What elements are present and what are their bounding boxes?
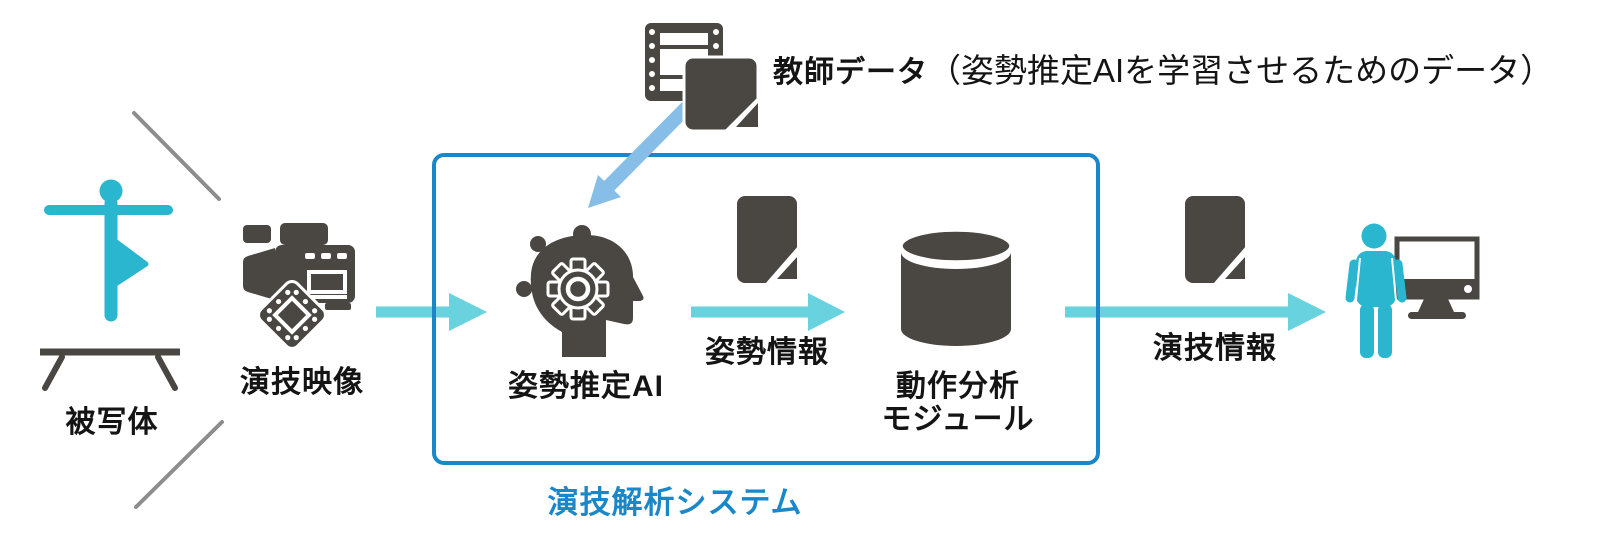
camera-label: 演技映像 <box>240 366 364 399</box>
person-with-monitor-icon <box>1345 223 1480 358</box>
arrow-ai-to-module <box>691 293 845 331</box>
analysis-module-label: 動作分析 モジュール <box>881 370 1035 436</box>
training-data-title: 教師データ <box>773 56 928 89</box>
arrow-module-to-viewer <box>1065 293 1326 331</box>
pose-info-label: 姿勢情報 <box>705 336 829 369</box>
arrow-training-to-ai <box>588 101 693 208</box>
system-label: 演技解析システム <box>547 485 803 520</box>
training-data-label: 教師データ（姿勢推定AIを学習させるためのデータ） <box>773 44 1553 92</box>
camera-fov-line-bottom <box>134 420 224 509</box>
film-strip-with-document-icon <box>645 23 762 133</box>
film-frame-icon <box>257 280 327 350</box>
performance-info-label: 演技情報 <box>1153 332 1277 365</box>
head-with-gear-network-icon <box>516 225 644 357</box>
pose-ai-label: 姿勢推定AI <box>508 370 664 403</box>
system-boundary-box <box>432 153 1100 465</box>
person-icon <box>1345 223 1407 358</box>
subject-label: 被写体 <box>65 406 159 439</box>
document-icon <box>682 55 762 133</box>
gymnast-on-balance-beam-icon <box>40 179 180 391</box>
training-data-note: （姿勢推定AIを学習させるためのデータ） <box>928 52 1554 89</box>
document-icon <box>1185 196 1247 284</box>
video-camera-with-film-frame-icon <box>243 223 355 350</box>
arrow-camera-to-ai <box>376 293 487 331</box>
monitor-icon <box>1394 236 1480 319</box>
document-icon <box>737 196 799 284</box>
gear-icon <box>546 257 610 321</box>
camera-fov-line-top <box>132 111 221 201</box>
database-cylinder-icon <box>899 228 1013 346</box>
